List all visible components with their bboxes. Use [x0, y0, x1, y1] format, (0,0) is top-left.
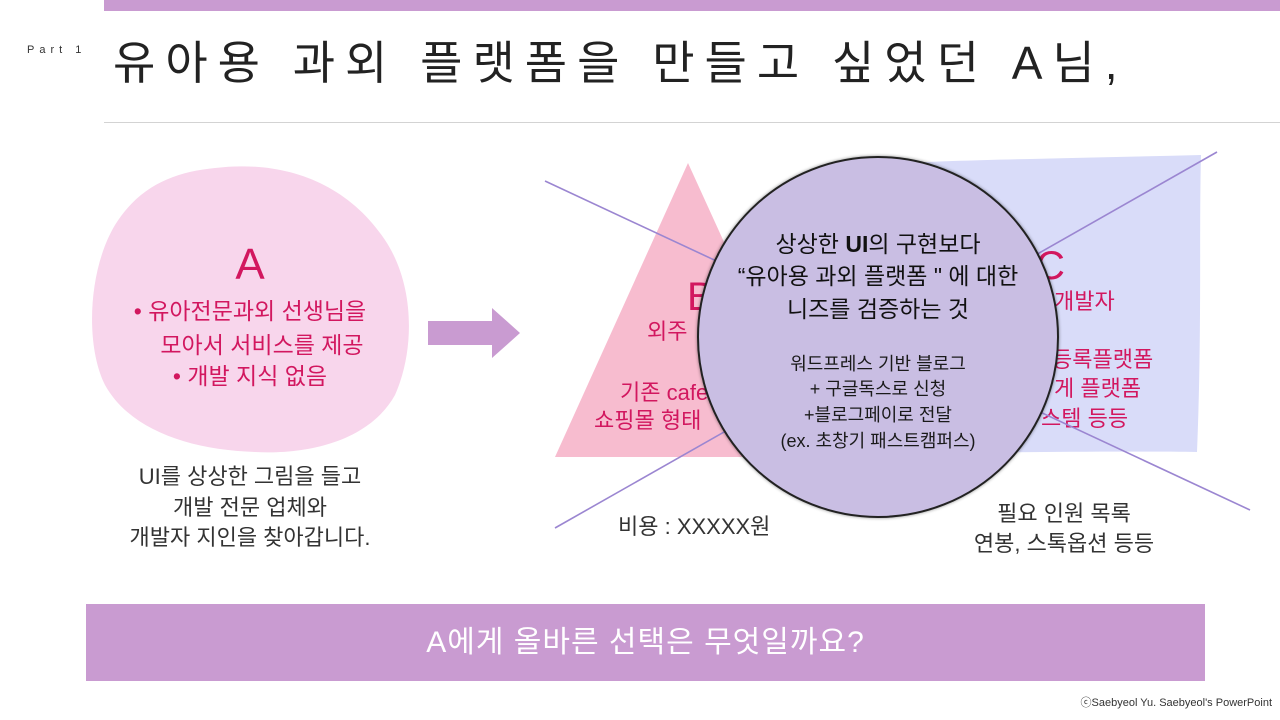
slide-title: 유아용 과외 플랫폼을 만들고 싶었던 A님,	[113, 37, 1128, 89]
option-c-line: 등록플랫폼	[1052, 347, 1154, 372]
option-b-cost-caption: 비용 : XXXXX원	[618, 514, 771, 539]
option-c-caption-line: 연봉, 스톡옵션 등등	[973, 531, 1155, 556]
highlight-circle	[697, 156, 1059, 518]
option-b-line: 외주	[647, 319, 688, 344]
highlight-headline-line: 니즈를 검증하는 것	[786, 296, 970, 322]
highlight-headline-line: 상상한 UI의 구현보다	[698, 230, 1058, 258]
option-a-caption-line: UI를 상상한 그림을 들고	[138, 464, 362, 489]
highlight-detail-line: + 구글독스로 신청	[809, 379, 947, 399]
title-divider	[104, 122, 1280, 123]
option-b-line: 쇼핑몰 형태	[594, 408, 702, 433]
option-c-line: 개발자	[1054, 289, 1115, 314]
option-c-caption-line: 필요 인원 목록	[997, 501, 1131, 526]
question-text: A에게 올바른 선택은 무엇일까요?	[426, 626, 865, 659]
highlight-bold-ui: UI	[845, 231, 869, 257]
arrow-right-icon	[428, 308, 520, 358]
option-a-bullet-line: • 개발 지식 없음	[172, 363, 328, 389]
copyright-footer: ⓒSaebyeol Yu. Saebyeol's PowerPoint	[1080, 697, 1272, 709]
highlight-detail-line: 워드프레스 기반 블로그	[790, 354, 966, 374]
highlight-headline-part: 의 구현보다	[868, 231, 981, 257]
option-a-bullet-line: 모아서 서비스를 제공	[160, 332, 364, 358]
option-a-bullet-line: • 유아전문과외 선생님을	[133, 298, 367, 324]
option-a-caption-line: 개발 전문 업체와	[173, 495, 327, 520]
option-a-caption-line: 개발자 지인을 찾아갑니다.	[129, 525, 371, 550]
option-a-blob	[92, 166, 409, 453]
highlight-detail-line: (ex. 초창기 패스트캠퍼스)	[780, 431, 976, 451]
option-c-line: 게 플랫폼	[1054, 376, 1142, 401]
option-a-letter: A	[235, 240, 265, 289]
highlight-headline-line: “유아용 과외 플랫폼 " 에 대한	[737, 263, 1019, 289]
highlight-detail-line: +블로그페이로 전달	[804, 405, 952, 425]
question-banner: A에게 올바른 선택은 무엇일까요?	[86, 604, 1205, 681]
top-accent-bar	[104, 0, 1280, 11]
highlight-headline-part: 상상한	[775, 231, 846, 257]
option-b-line: 기존 cafe	[620, 380, 709, 405]
part-label: Part 1	[27, 44, 87, 56]
